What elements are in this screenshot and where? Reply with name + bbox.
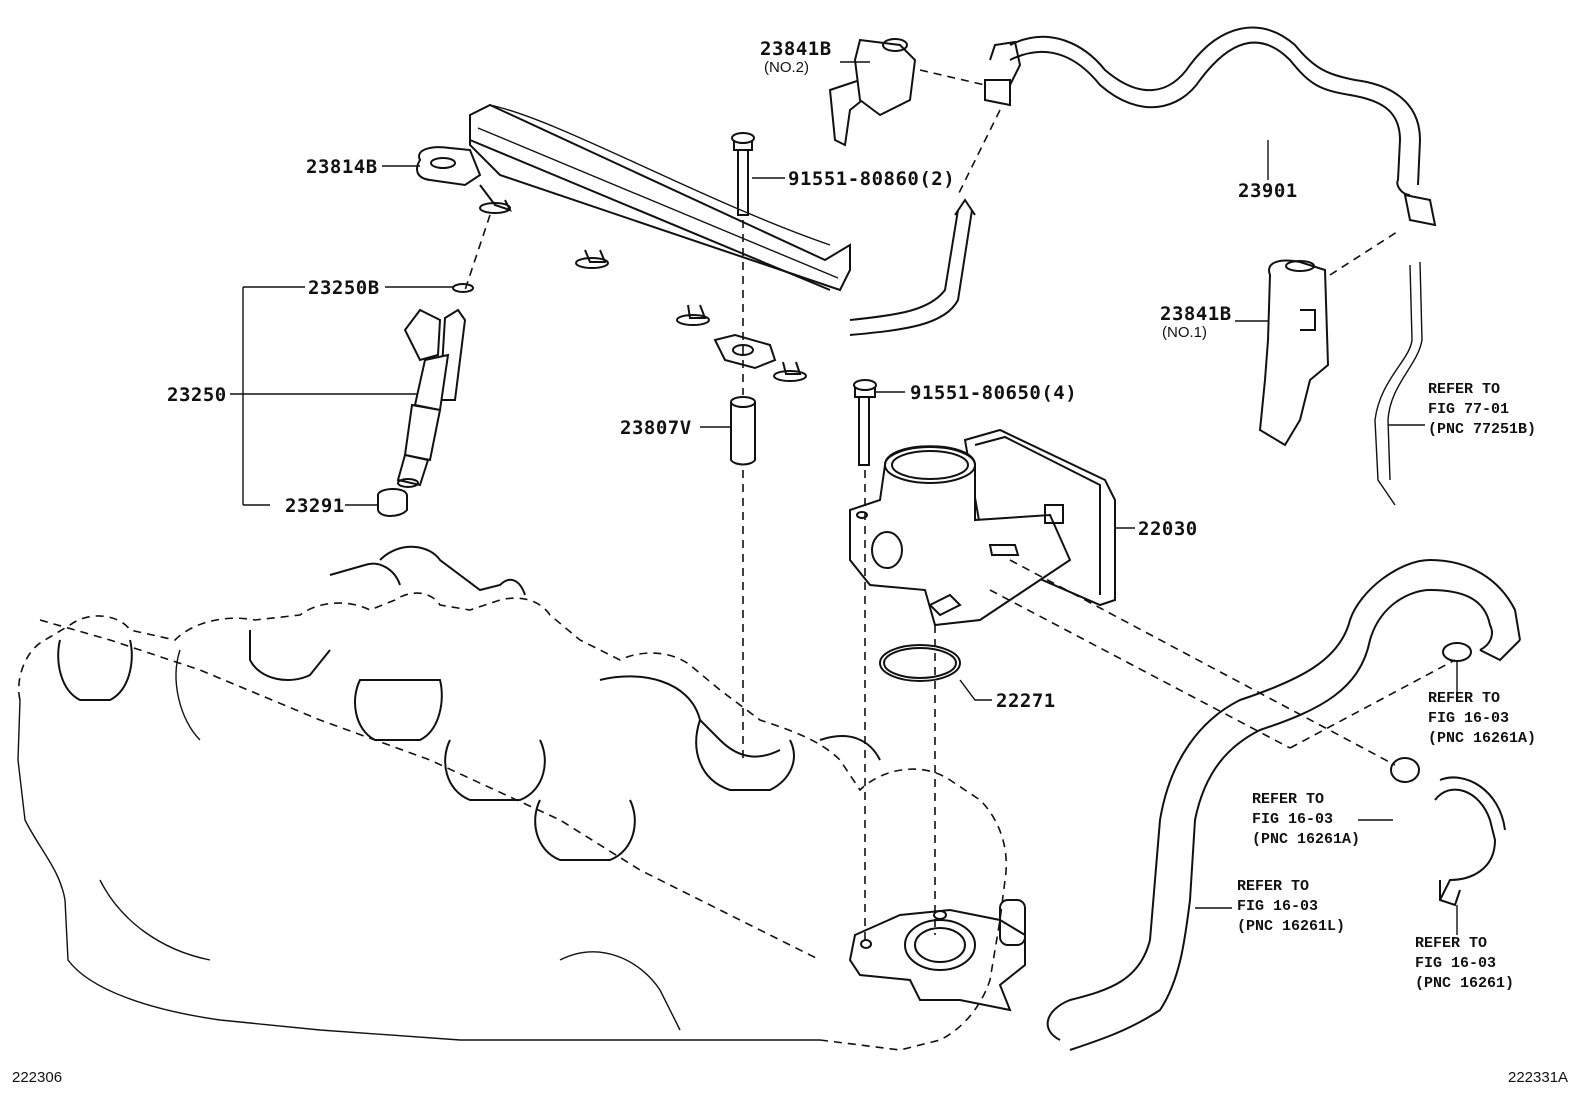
part-label-23901[interactable]: 23901 <box>1238 180 1298 202</box>
part-label-23841b-no1[interactable]: 23841B <box>1160 303 1232 325</box>
reference-line: (PNC 16261) <box>1415 975 1515 992</box>
part-note-no2: (NO.2) <box>764 59 809 76</box>
part-label-23291[interactable]: 23291 <box>285 495 345 517</box>
reference-note-16261l[interactable]: REFER TO FIG 16-03 (PNC 16261L) <box>1237 877 1345 937</box>
reference-line: (PNC 16261L) <box>1237 918 1346 935</box>
illustration-code-left: 222306 <box>12 1069 63 1086</box>
throttle-body <box>849 428 1116 627</box>
assembly-guide-lines <box>464 69 1456 940</box>
part-label-23807v[interactable]: 23807V <box>620 417 692 439</box>
reference-line: REFER TO <box>1252 791 1325 808</box>
part-label-23250[interactable]: 23250 <box>167 384 227 406</box>
part-label-22271[interactable]: 22271 <box>996 690 1056 712</box>
part-label-23841b-no2[interactable]: 23841B <box>760 38 832 60</box>
part-label-91551-80860[interactable]: 91551-80860(2) <box>788 168 956 190</box>
fuel-hose-clip-no1 <box>1258 259 1330 447</box>
part-label-23814b[interactable]: 23814B <box>306 156 378 178</box>
reference-line: FIG 16-03 <box>1415 955 1497 972</box>
reference-line: FIG 77-01 <box>1428 401 1510 418</box>
reference-note-16261a-upper[interactable]: REFER TO FIG 16-03 (PNC 16261A) <box>1428 689 1536 749</box>
fuel-hose <box>984 26 1437 506</box>
reference-note-16261a-lower[interactable]: REFER TO FIG 16-03 (PNC 16261A) <box>1252 790 1360 850</box>
bolt-91551-80860 <box>731 132 755 216</box>
intake-flange <box>848 899 1026 1012</box>
fuel-delivery-pipe <box>416 103 976 382</box>
spacer-23807v <box>730 396 756 466</box>
reference-line: REFER TO <box>1428 690 1501 707</box>
bolt-91551-80650 <box>853 379 877 466</box>
reference-line: FIG 16-03 <box>1252 811 1334 828</box>
reference-note-77251b[interactable]: REFER TO FIG 77-01 (PNC 77251B) <box>1428 380 1536 440</box>
part-note-no1: (NO.1) <box>1162 324 1207 341</box>
reference-note-16261[interactable]: REFER TO FIG 16-03 (PNC 16261) <box>1415 934 1514 994</box>
reference-line: (PNC 16261A) <box>1428 730 1537 747</box>
part-label-23250b[interactable]: 23250B <box>308 277 380 299</box>
fuel-injector <box>377 283 474 517</box>
coolant-hoses <box>1046 558 1521 1051</box>
reference-line: FIG 16-03 <box>1237 898 1319 915</box>
part-label-91551-80650[interactable]: 91551-80650(4) <box>910 382 1078 404</box>
reference-line: REFER TO <box>1415 935 1488 952</box>
illustration-code-right: 222331A <box>1508 1069 1569 1086</box>
leader-lines <box>230 61 1458 935</box>
reference-line: FIG 16-03 <box>1428 710 1510 727</box>
reference-line: (PNC 77251B) <box>1428 421 1537 438</box>
part-label-22030[interactable]: 22030 <box>1138 518 1198 540</box>
fuel-hose-clip-no2 <box>828 38 917 147</box>
reference-line: REFER TO <box>1428 381 1501 398</box>
reference-line: REFER TO <box>1237 878 1310 895</box>
gasket-22271 <box>879 644 961 682</box>
reference-line: (PNC 16261A) <box>1252 831 1361 848</box>
engine-block-outline <box>17 545 1008 1051</box>
